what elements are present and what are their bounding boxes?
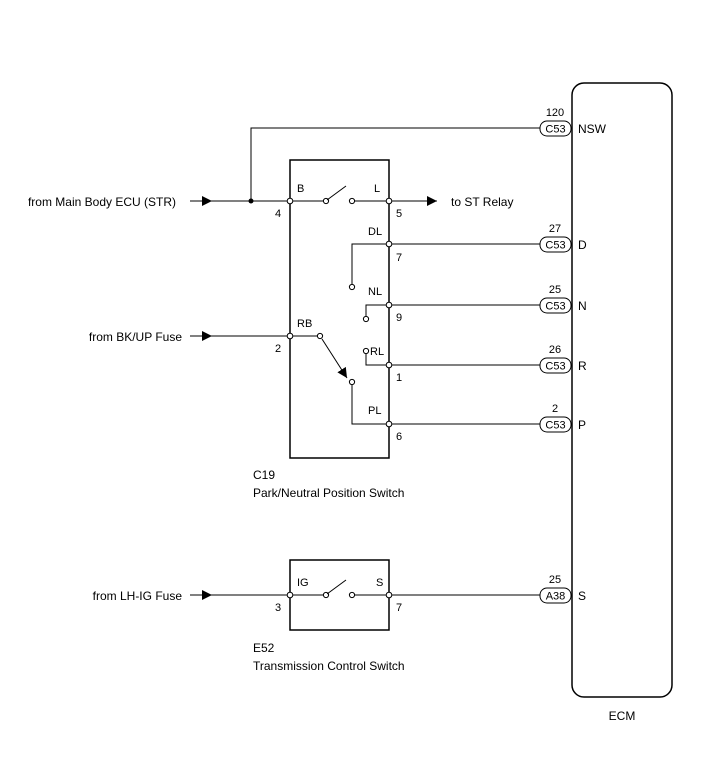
terminal-dl-pin: 7 xyxy=(396,252,402,264)
terminal-s xyxy=(385,591,393,599)
rb-contact xyxy=(316,332,324,340)
ecm-box xyxy=(571,82,673,698)
terminal-ig xyxy=(286,591,294,599)
ecm-connector-n xyxy=(539,297,572,314)
ecm-connector-s-label: A38 xyxy=(546,591,566,603)
ecm-connector-d xyxy=(539,236,572,253)
ig-switch-contact xyxy=(348,591,356,599)
ecm-pin-p-number: 2 xyxy=(552,403,558,415)
wire-pl-internal xyxy=(351,385,389,425)
ecm-connector-r-label: C53 xyxy=(545,361,565,373)
wire-dl-internal xyxy=(351,243,389,284)
ecm-pin-p-name: P xyxy=(578,418,586,432)
ecm-pin-d-name: D xyxy=(578,238,587,252)
terminal-rb xyxy=(286,332,294,340)
terminal-rb-pin: 2 xyxy=(275,343,281,355)
source-bk-up-fuse: from BK/UP Fuse xyxy=(89,330,182,344)
pl-contact xyxy=(348,378,356,386)
ecm-pin-nsw-number: 120 xyxy=(546,107,564,119)
terminal-dl xyxy=(385,240,393,248)
transmission-switch-code: E52 xyxy=(253,641,275,655)
terminal-s-pin: 7 xyxy=(396,602,402,614)
terminal-ig-pin: 3 xyxy=(275,602,281,614)
terminal-l-label: L xyxy=(374,183,380,195)
ecm-pin-s-name: S xyxy=(578,589,586,603)
ecm-connector-nsw xyxy=(539,120,572,137)
terminal-nl-label: NL xyxy=(368,286,382,298)
dest-st-relay: to ST Relay xyxy=(451,195,513,209)
terminal-pl-pin: 6 xyxy=(396,431,402,443)
ig-switch-blade xyxy=(326,579,347,595)
terminal-rb-label: RB xyxy=(297,318,312,330)
ecm-label: ECM xyxy=(609,709,636,723)
terminal-rl-label: RL xyxy=(370,346,384,358)
terminal-dl-label: DL xyxy=(368,226,382,238)
terminal-s-label: S xyxy=(376,577,383,589)
ecm-pin-s-number: 25 xyxy=(549,574,561,586)
nl-contact xyxy=(362,315,370,323)
ecm-pin-d-number: 27 xyxy=(549,223,561,235)
terminal-pl-label: PL xyxy=(368,405,381,417)
rb-selector-arrow xyxy=(321,338,348,379)
ecm-pin-r-number: 26 xyxy=(549,344,561,356)
ecm-connector-s xyxy=(539,587,572,604)
terminal-l xyxy=(385,197,393,205)
park-neutral-switch-name: Park/Neutral Position Switch xyxy=(253,486,404,500)
terminal-nl xyxy=(385,301,393,309)
transmission-switch-name: Transmission Control Switch xyxy=(253,659,405,673)
wire-rl-internal xyxy=(365,354,389,366)
wire-nl-internal xyxy=(365,304,389,316)
switch-contact xyxy=(348,197,356,205)
terminal-ig-label: IG xyxy=(297,577,309,589)
ecm-pin-nsw-name: NSW xyxy=(578,122,607,136)
rl-contact xyxy=(362,347,370,355)
ecm-pin-n-name: N xyxy=(578,299,587,313)
source-main-body-ecu: from Main Body ECU (STR) xyxy=(28,195,176,209)
terminal-b-label: B xyxy=(297,183,304,195)
source-lh-ig-fuse: from LH-IG Fuse xyxy=(93,589,183,603)
switch-blade xyxy=(326,185,347,201)
terminal-rl-pin: 1 xyxy=(396,372,402,384)
terminal-b xyxy=(286,197,294,205)
dl-contact xyxy=(348,283,356,291)
park-neutral-switch-box xyxy=(289,159,390,459)
ecm-connector-d-label: C53 xyxy=(545,240,565,252)
terminal-rl xyxy=(385,361,393,369)
ecm-connector-n-label: C53 xyxy=(545,301,565,313)
ecm-pin-n-number: 25 xyxy=(549,284,561,296)
terminal-nl-pin: 9 xyxy=(396,312,402,324)
terminal-pl xyxy=(385,420,393,428)
ecm-connector-nsw-label: C53 xyxy=(545,124,565,136)
wire-nsw xyxy=(250,127,540,201)
ecm-connector-r xyxy=(539,357,572,374)
ecm-pin-r-name: R xyxy=(578,359,587,373)
terminal-b-pin: 4 xyxy=(275,208,281,220)
ecm-connector-p xyxy=(539,416,572,433)
park-neutral-switch-code: C19 xyxy=(253,468,275,482)
ecm-connector-p-label: C53 xyxy=(545,420,565,432)
terminal-l-pin: 5 xyxy=(396,208,402,220)
